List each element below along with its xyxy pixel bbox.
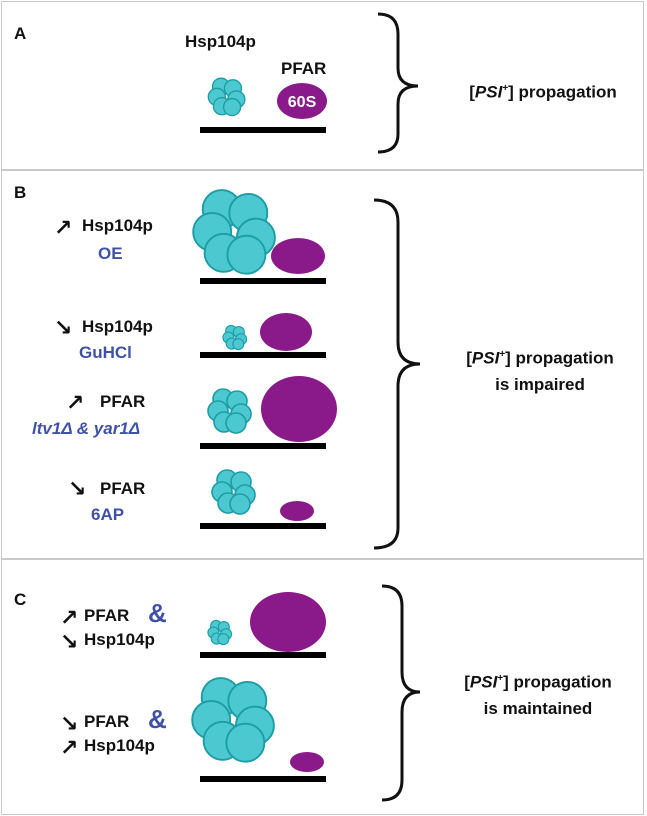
membrane-bar <box>200 127 326 133</box>
panel-letter: A <box>14 24 27 43</box>
outcome-text: [PSI+] propagation is maintained <box>464 672 612 718</box>
down-arrow-icon: ↘ <box>60 711 79 736</box>
ribosome-60s <box>280 501 314 521</box>
brace-c <box>381 584 421 802</box>
ampersand: & <box>148 704 167 734</box>
panel-b: B ↗ Hsp104p OE ↘ Hsp104p GuHCl ↗ PFAR lt… <box>1 170 644 559</box>
condition-label: OE <box>98 244 123 263</box>
ribosome-60s <box>250 592 326 652</box>
membrane-bar <box>200 278 326 284</box>
hsp104p-complex <box>212 470 255 514</box>
pfar-label: PFAR <box>84 712 130 731</box>
pfar-label: PFAR <box>84 606 130 625</box>
membrane-bar <box>200 443 326 449</box>
up-arrow-icon: ↗ <box>60 735 79 760</box>
ribosome-60s <box>260 313 312 351</box>
up-arrow-icon: ↗ <box>66 390 85 415</box>
row-label: Hsp104p <box>82 317 153 336</box>
panel-c: C ↗ PFAR & ↘ Hsp104p ↘ PFAR & ↗ Hsp104p … <box>1 559 644 815</box>
hsp104p-complex <box>223 325 247 349</box>
row-label: Hsp104p <box>82 216 153 235</box>
down-arrow-icon: ↘ <box>68 476 87 501</box>
hsp104p-label: Hsp104p <box>185 32 256 51</box>
hsp104p-complex <box>192 678 274 762</box>
hsp104p-label: Hsp104p <box>84 630 155 649</box>
outcome-text: [PSI+] propagation is impaired <box>466 348 614 394</box>
ribosome-60s <box>277 83 327 119</box>
down-arrow-icon: ↘ <box>60 629 79 654</box>
pfar-label: PFAR <box>281 59 327 78</box>
brace-a <box>377 12 419 154</box>
panel-a: A Hsp104p PFAR [PSI+] propagation <box>1 1 644 170</box>
down-arrow-icon: ↘ <box>54 315 73 340</box>
ribosome-60s <box>271 238 325 274</box>
membrane-bar <box>200 652 326 658</box>
row-label: PFAR <box>100 392 146 411</box>
ribosome-label: 60S <box>288 94 317 111</box>
hsp104p-complex <box>193 190 275 274</box>
up-arrow-icon: ↗ <box>60 605 79 630</box>
condition-label: GuHCl <box>79 343 132 362</box>
ampersand: & <box>148 598 167 628</box>
membrane-bar <box>200 523 326 529</box>
outcome-text: [PSI+] propagation <box>469 82 617 102</box>
membrane-bar <box>200 352 326 358</box>
brace-b <box>373 198 421 550</box>
hsp104p-complex <box>208 389 251 433</box>
panel-letter: B <box>14 183 27 202</box>
hsp104p-label: Hsp104p <box>84 736 155 755</box>
up-arrow-icon: ↗ <box>54 215 73 240</box>
panel-letter: C <box>14 590 27 609</box>
ribosome-60s <box>290 752 324 772</box>
condition-label: ltv1Δ & yar1Δ <box>32 419 141 438</box>
ribosome-60s <box>261 376 337 442</box>
membrane-bar <box>200 776 326 782</box>
hsp104p-complex <box>208 620 232 644</box>
hsp104p-complex <box>208 78 245 115</box>
row-label: PFAR <box>100 479 146 498</box>
condition-label: 6AP <box>91 505 125 524</box>
